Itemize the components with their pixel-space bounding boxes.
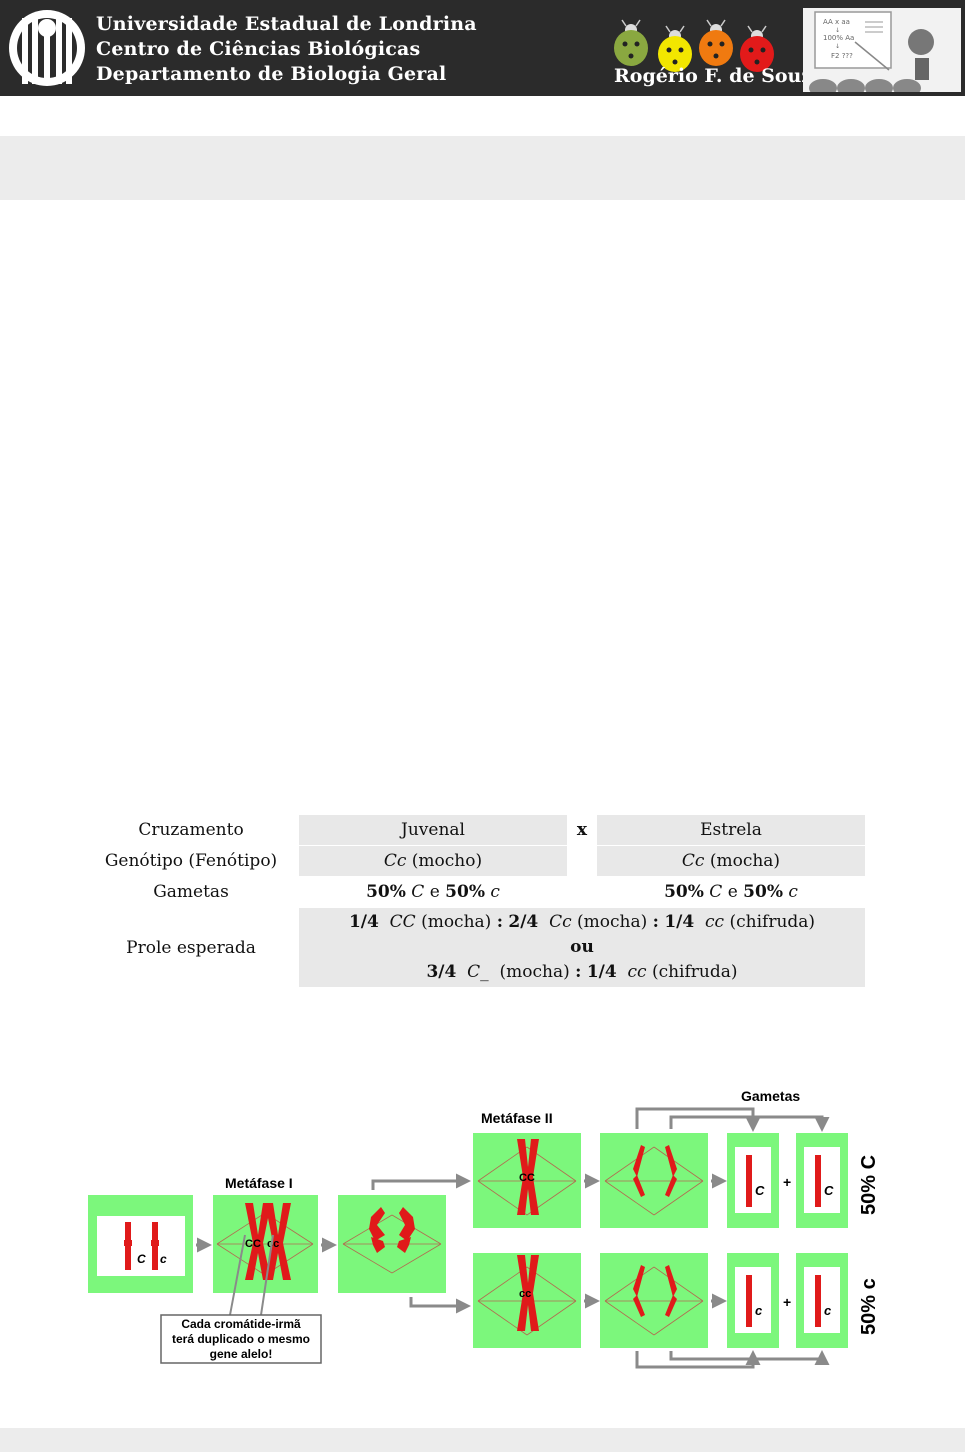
author-name: Rogério F. de Souza <box>614 65 824 87</box>
fraction: 1/4 <box>349 912 379 932</box>
section-band <box>0 136 965 200</box>
fraction: 1/4 <box>587 962 617 982</box>
initial-cell: C c <box>88 1195 193 1293</box>
plus-sign: + <box>783 1174 791 1190</box>
genotype: cc <box>705 912 724 932</box>
phenotype: (mocha) <box>499 962 569 982</box>
separator: : <box>653 912 659 932</box>
gamete-cell: c <box>727 1253 779 1348</box>
parent1-genotype: Cc (mocho) <box>299 846 567 876</box>
parent1-gametes: 50% C e 50% c <box>299 877 567 907</box>
gamete-allele: c <box>788 882 798 902</box>
metafase2-label: Metáfase II <box>481 1110 553 1126</box>
ladybug-green-icon <box>614 20 648 66</box>
gamete-percent: 50% <box>743 882 783 902</box>
fraction: 1/4 <box>664 912 694 932</box>
allele-label: C <box>824 1183 834 1198</box>
offspring-ratio-line-2: 3/4 C_ (mocha) : 1/4 cc (chifruda) <box>426 960 737 985</box>
board-line-5: F2 ??? <box>831 52 853 60</box>
parent2-gametes: 50% C e 50% c <box>597 877 865 907</box>
footer-band <box>0 1428 965 1452</box>
board-line-2: ↓ <box>835 27 840 34</box>
result-top-label: 50% C <box>858 1155 880 1215</box>
gamete-cell: c <box>796 1253 848 1348</box>
allele-pair-label: cc <box>519 1288 531 1300</box>
uel-logo-icon <box>8 8 86 88</box>
university-line-2: Centro de Ciências Biológicas <box>96 37 477 62</box>
gametas-label: Gametas <box>741 1088 800 1104</box>
result-bottom-label: 50% c <box>858 1278 880 1335</box>
genotype: CC <box>390 912 416 932</box>
genotype: cc <box>628 962 647 982</box>
parent2-name: Estrela <box>597 815 865 845</box>
phenotype: (mocha) <box>577 912 647 932</box>
allele-label: c <box>160 1252 167 1266</box>
table-row: Gametas 50% C e 50% c 50% C e 50% c <box>88 877 868 907</box>
page-header: Universidade Estadual de Londrina Centro… <box>0 0 965 96</box>
expected-offspring: 1/4 CC (mocha) : 2/4 Cc (mocha) : 1/4 cc… <box>299 908 865 987</box>
table-row: Prole esperada 1/4 CC (mocha) : 2/4 Cc (… <box>88 908 868 987</box>
table-row: Genótipo (Fenótipo) Cc (mocho) Cc (mocha… <box>88 846 868 876</box>
gamete-allele: c <box>490 882 500 902</box>
genotype: Cc <box>682 851 705 871</box>
offspring-ratio-line-1: 1/4 CC (mocha) : 2/4 Cc (mocha) : 1/4 cc… <box>349 910 815 935</box>
metaphase2-top-cell: CC <box>473 1133 581 1228</box>
anaphase2-top-cell <box>600 1133 708 1228</box>
parent2-genotype: Cc (mocha) <box>597 846 865 876</box>
phenotype: (chifruda) <box>652 962 738 982</box>
university-line-1: Universidade Estadual de Londrina <box>96 12 477 37</box>
phenotype: (chifruda) <box>729 912 815 932</box>
genotype: Cc <box>549 912 572 932</box>
allele-label: C <box>755 1183 765 1198</box>
parent1-name: Juvenal <box>299 815 567 845</box>
row-label-prole: Prole esperada <box>88 908 294 987</box>
fraction: 2/4 <box>508 912 538 932</box>
separator: : <box>497 912 503 932</box>
allele-label: c <box>755 1303 763 1318</box>
metaphase2-bottom-cell: cc <box>473 1253 581 1348</box>
anaphase1-cell <box>338 1195 446 1293</box>
allele-label: c <box>824 1303 832 1318</box>
board-line-3: 100% Aa <box>823 34 854 42</box>
phenotype: (mocha) <box>710 851 780 871</box>
anaphase2-bottom-cell <box>600 1253 708 1348</box>
note-line-1: Cada cromátide-irmã <box>181 1317 301 1331</box>
ladybug-orange-icon <box>699 20 733 66</box>
offspring-or: ou <box>570 935 594 960</box>
phenotype: (mocho) <box>412 851 482 871</box>
row-label-genotipo: Genótipo (Fenótipo) <box>88 846 294 876</box>
classroom-icon: AA x aa ↓ 100% Aa ↓ F2 ??? <box>803 8 961 92</box>
cross-symbol: x <box>567 815 597 845</box>
row-label-gametas: Gametas <box>88 877 294 907</box>
fraction: 3/4 <box>426 962 456 982</box>
board-line-4: ↓ <box>835 43 840 50</box>
gamete-allele: C <box>411 882 424 902</box>
allele-pair-label: CC <box>519 1172 535 1184</box>
gamete-percent: 50% <box>366 882 406 902</box>
plus-sign: + <box>783 1294 791 1310</box>
note-line-3: gene alelo! <box>210 1347 273 1361</box>
genotype: Cc <box>384 851 407 871</box>
row-label-cruzamento: Cruzamento <box>88 815 294 845</box>
table-row: Cruzamento Juvenal x Estrela <box>88 815 868 845</box>
university-name: Universidade Estadual de Londrina Centro… <box>96 12 477 87</box>
gamete-percent: 50% <box>664 882 704 902</box>
separator: : <box>575 962 581 982</box>
gamete-cell: C <box>727 1133 779 1228</box>
conjunction: e <box>430 882 440 902</box>
meiosis-diagram: Gametas Metáfase II Metáfase I C c CC cc <box>85 1085 885 1375</box>
university-line-3: Departamento de Biologia Geral <box>96 62 477 87</box>
gamete-percent: 50% <box>445 882 485 902</box>
gamete-allele: C <box>709 882 722 902</box>
metafase1-label: Metáfase I <box>225 1175 293 1191</box>
board-line-1: AA x aa <box>823 18 850 26</box>
allele-label: C <box>137 1252 146 1266</box>
phenotype: (mocha) <box>421 912 491 932</box>
allele-pair-label: CC <box>245 1238 261 1250</box>
conjunction: e <box>728 882 738 902</box>
note-line-2: terá duplicado o mesmo <box>172 1332 310 1346</box>
gamete-cell: C <box>796 1133 848 1228</box>
genotype: C_ <box>467 962 489 982</box>
